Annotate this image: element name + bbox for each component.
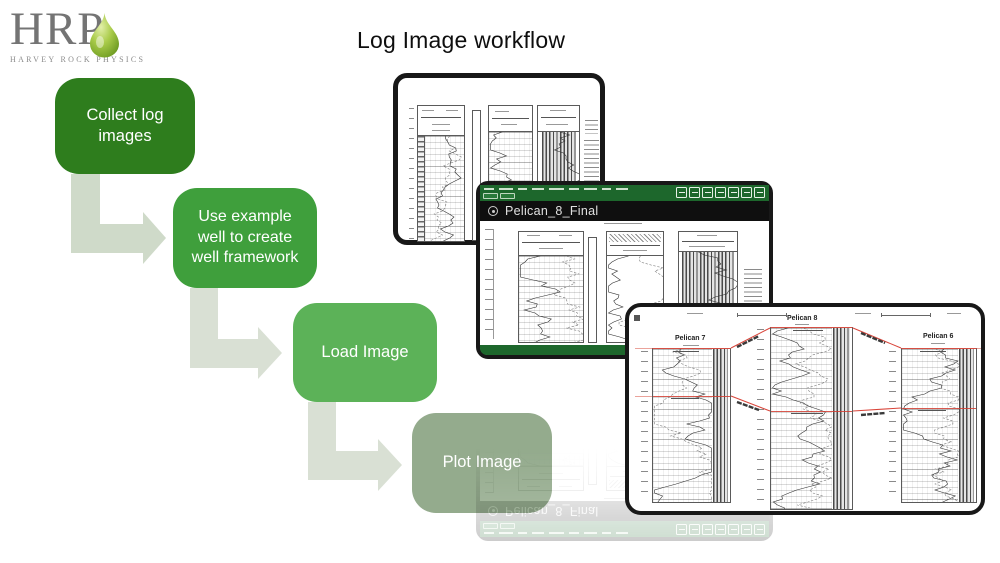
document-title: Pelican_8_Final [505, 204, 599, 218]
correlation-lines [730, 327, 902, 417]
track-header [489, 106, 532, 132]
well-panel-title: Pelican 6 [923, 333, 954, 340]
shaded-interval [959, 349, 974, 502]
tab-strip [483, 193, 515, 199]
log-curve [902, 349, 960, 502]
menu-item[interactable] [518, 188, 527, 190]
correlation-window: Pelican 7 Pelican 8 Pelican 6 [625, 303, 985, 515]
track-grid [653, 349, 712, 502]
hrp-logo-acronym: HRP [10, 3, 105, 55]
well-track [652, 348, 731, 503]
marker-line-extension [635, 348, 652, 349]
arrow-connector [190, 339, 258, 368]
scale-bar [737, 313, 787, 317]
depth-ruler [409, 108, 414, 242]
well-track [770, 327, 853, 510]
track-header [538, 106, 579, 132]
flow-step-collect-log-images: Collect log images [55, 78, 195, 174]
toolbar-button[interactable] [741, 187, 752, 198]
menu-item[interactable] [484, 188, 494, 190]
flow-step-plot-image: Plot Image [412, 413, 552, 513]
flow-step-well-framework: Use example well to create well framewor… [173, 188, 317, 288]
marker-line [902, 408, 976, 409]
droplet-icon [89, 12, 120, 63]
log-track [417, 105, 465, 242]
document-titlebar: Pelican_8_Final [480, 201, 769, 221]
arrow-head-icon [378, 439, 402, 491]
track-header [607, 232, 663, 256]
log-curve [519, 256, 583, 342]
annotation-text [744, 269, 762, 309]
hrp-logo: HRP HARVEY ROCK PHYSICS [10, 3, 160, 65]
arrow-connector [308, 451, 378, 480]
menu-item[interactable] [602, 188, 611, 190]
well-track [901, 348, 977, 503]
shaded-interval [833, 328, 850, 509]
page-title: Log Image workflow [357, 27, 566, 53]
flow-step-label: Load Image [321, 342, 409, 361]
well-panel-title: Pelican 8 [787, 315, 818, 322]
menu-item[interactable] [532, 188, 544, 190]
annotation-text [584, 140, 599, 186]
hrp-logo-subtitle: HARVEY ROCK PHYSICS [10, 55, 146, 64]
arrow-connector [71, 224, 143, 253]
arrow-head-icon [143, 212, 166, 264]
menu-item[interactable] [499, 188, 513, 190]
scale-bar [881, 313, 931, 317]
toolbar-button[interactable] [754, 187, 765, 198]
track-header [519, 232, 583, 256]
marker-line [771, 411, 852, 412]
well-panel-title: Pelican 7 [675, 335, 706, 342]
depth-ruler [641, 351, 648, 501]
menu-bar [484, 188, 628, 190]
log-curve [771, 328, 833, 509]
tab[interactable] [500, 193, 515, 199]
toolbar-button[interactable] [702, 187, 713, 198]
depth-ruler [757, 329, 764, 501]
marker-line-extension [635, 396, 652, 397]
flow-step-label: Plot Image [442, 453, 522, 472]
menu-item[interactable] [584, 188, 597, 190]
app-toolbar [480, 185, 769, 201]
lithology-strip [588, 237, 597, 343]
flow-step-load-image: Load Image [293, 303, 437, 402]
menu-item[interactable] [616, 188, 628, 190]
depth-column [418, 136, 425, 241]
toolbar-button[interactable] [728, 187, 739, 198]
flow-step-label: Use example well to create well framewor… [191, 208, 299, 267]
log-curve [653, 349, 713, 502]
status-bar [480, 345, 769, 355]
tab[interactable] [483, 193, 498, 199]
track-header [679, 232, 737, 252]
marker-line-extension [977, 348, 981, 349]
toolbar-button[interactable] [689, 187, 700, 198]
annotation-text [585, 120, 598, 134]
flow-step-label: Collect log images [86, 105, 164, 145]
log-track [518, 231, 584, 343]
header-hatch [609, 234, 661, 242]
marker-line [653, 396, 730, 397]
depth-ruler [485, 229, 494, 339]
toolbar-button[interactable] [676, 187, 687, 198]
toolbar-button-group [676, 187, 765, 198]
track-header [418, 106, 464, 136]
menu-item[interactable] [549, 188, 564, 190]
log-curve [425, 136, 464, 241]
shaded-interval [713, 349, 728, 502]
target-icon [488, 206, 498, 216]
track-grid [519, 256, 583, 342]
toolbar-button[interactable] [715, 187, 726, 198]
arrow-head-icon [258, 327, 282, 379]
menu-item[interactable] [569, 188, 579, 190]
track-grid [771, 328, 832, 509]
depth-ruler [889, 351, 896, 501]
